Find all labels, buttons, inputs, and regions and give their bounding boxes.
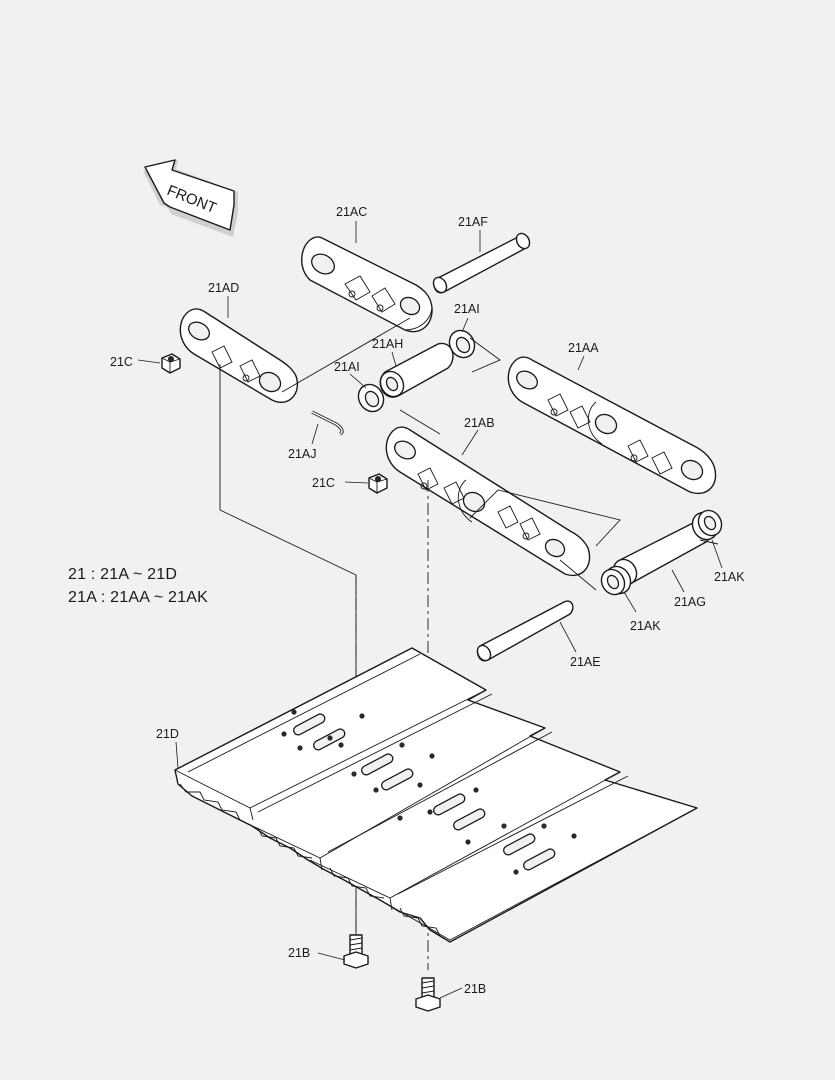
callout-21C-top: 21C (110, 355, 133, 369)
link-21AC (301, 236, 433, 333)
link-21AA (507, 356, 717, 495)
callout-21AD: 21AD (208, 281, 239, 295)
bolt-21B-left (343, 934, 369, 969)
link-21AB (385, 426, 591, 577)
seal-21AI-top (448, 329, 476, 359)
bolt-21B-right (415, 977, 441, 1012)
callout-21AE: 21AE (570, 655, 601, 669)
pin-21AF (432, 232, 531, 294)
callout-21AH: 21AH (372, 337, 403, 351)
seal-21AI-left (357, 383, 385, 413)
callout-21AG: 21AG (674, 595, 706, 609)
nut-21C-top (161, 353, 181, 374)
callout-21AI-left: 21AI (334, 360, 360, 374)
pin-21AE (476, 600, 574, 662)
leader-lines (137, 221, 723, 999)
callout-21AF: 21AF (458, 215, 488, 229)
callout-21AK-right: 21AK (714, 570, 745, 584)
link-21AD (179, 308, 299, 403)
nut-21C-mid (368, 473, 388, 494)
callout-21AJ: 21AJ (288, 447, 317, 461)
track-shoes-21D (174, 647, 698, 943)
bushing-21AH (379, 342, 454, 398)
callout-21D: 21D (156, 727, 179, 741)
callout-21AA: 21AA (568, 341, 599, 355)
seal-21AK-left (600, 565, 632, 596)
callout-21AC: 21AC (336, 205, 367, 219)
legend-line-1: 21 : 21A ~ 21D (68, 566, 178, 583)
callout-21AI-top: 21AI (454, 302, 480, 316)
clip-21AJ (311, 410, 344, 436)
callout-21B-left: 21B (288, 946, 310, 960)
callout-21AK-left: 21AK (630, 619, 661, 633)
callout-21C-mid: 21C (312, 476, 335, 490)
callout-21B-right: 21B (464, 982, 486, 996)
front-arrow: FRONT (143, 159, 238, 237)
seal-21AK-right (691, 509, 723, 541)
callout-21AB: 21AB (464, 416, 495, 430)
callout-labels: 21AC 21AF 21AD 21AI 21AH 21AI 21AA 21C 2… (110, 205, 745, 996)
legend-line-2: 21A : 21AA ~ 21AK (68, 589, 208, 606)
